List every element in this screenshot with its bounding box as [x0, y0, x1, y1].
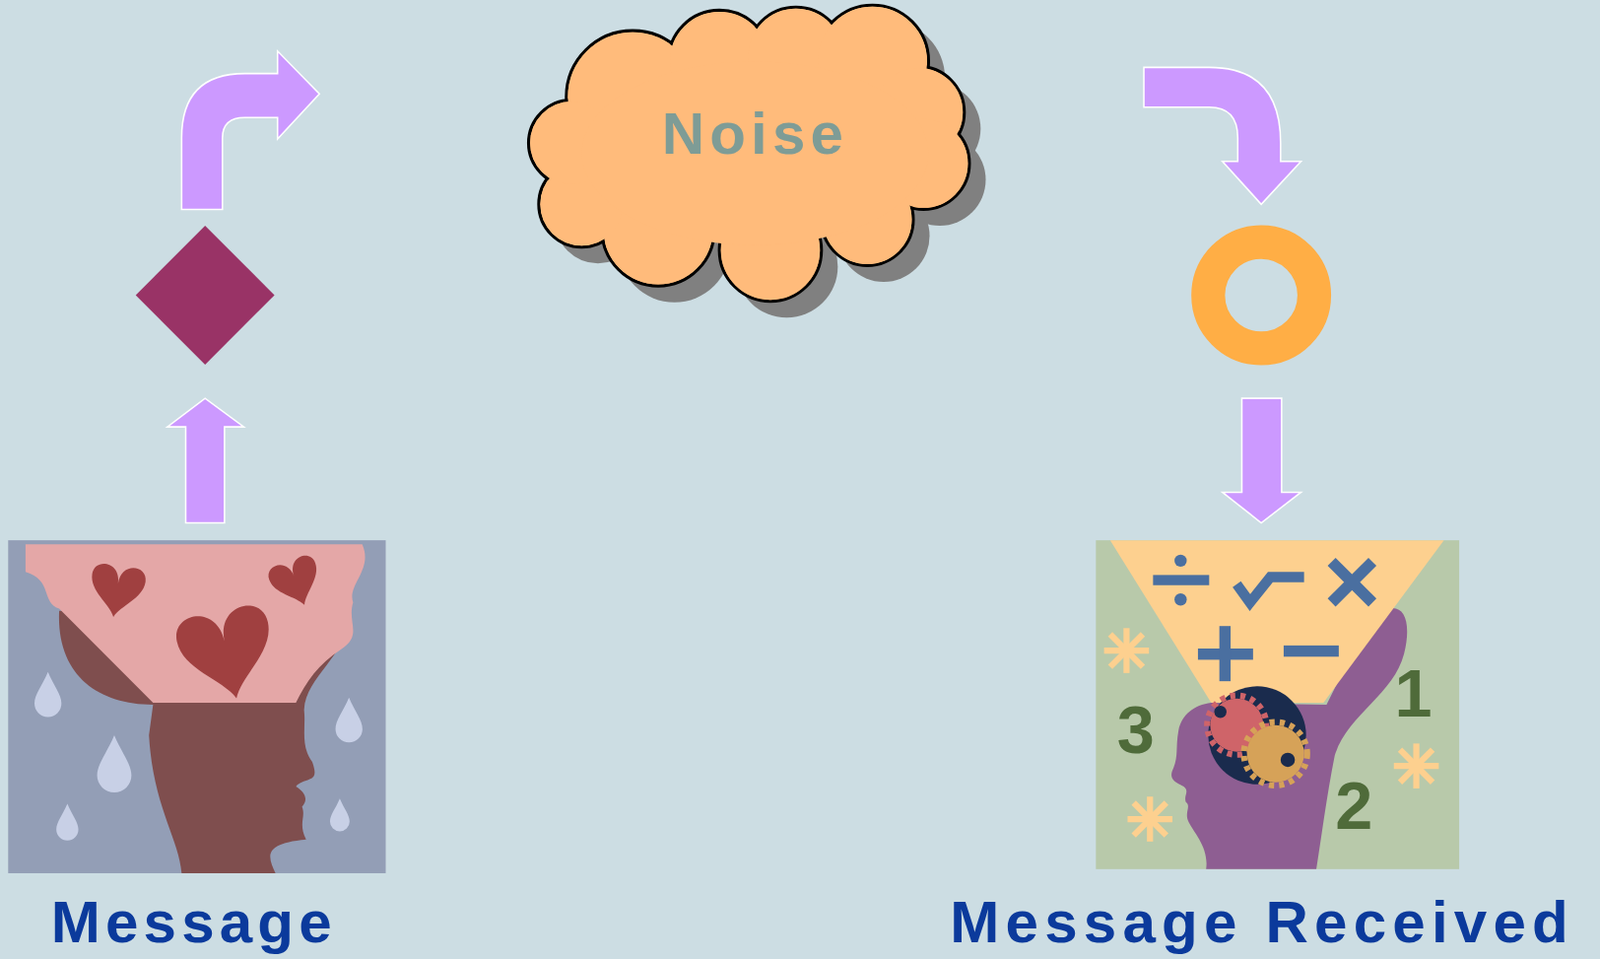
asterisk — [1394, 742, 1440, 789]
gear-hole — [1213, 705, 1226, 718]
divide-bar — [1152, 574, 1209, 585]
illustration-part — [1110, 633, 1143, 667]
raindrop — [56, 802, 78, 840]
divide-dot — [1174, 593, 1187, 605]
gear-teeth — [1244, 722, 1308, 786]
flow-arrows — [167, 51, 1302, 524]
digit-label: 3 — [1094, 695, 1177, 763]
times-stroke — [1332, 561, 1373, 602]
noise-cloud: Noise — [528, 4, 985, 319]
illustration-part — [1133, 801, 1167, 835]
node-label: Noise — [346, 104, 1164, 164]
illustration-part — [1133, 801, 1167, 835]
raindrop — [330, 798, 350, 831]
sender-box: Message — [7, 539, 386, 873]
heart — [172, 601, 282, 709]
asterisk — [1127, 796, 1173, 842]
raindrop — [335, 697, 363, 743]
bent-arrow — [1143, 66, 1301, 204]
funnel — [1110, 539, 1445, 703]
raindrop — [34, 671, 62, 718]
root-sign — [1236, 576, 1304, 602]
down-arrow — [1222, 398, 1302, 523]
decode-ring — [1207, 242, 1315, 349]
encode-diamond — [135, 225, 275, 365]
times-stroke — [1332, 561, 1373, 602]
hearts — [86, 552, 328, 708]
node-label: Message Received — [854, 892, 1600, 952]
digit-label: 1 — [1372, 659, 1455, 727]
heart — [86, 562, 147, 621]
digit-label: 2 — [1313, 771, 1396, 839]
divide-dot — [1174, 554, 1187, 567]
bent-arrow — [181, 51, 320, 210]
asterisk — [1104, 627, 1150, 673]
raindrop — [97, 734, 133, 793]
gear — [1247, 725, 1305, 783]
illustration-part — [1400, 749, 1433, 783]
node-label: Message — [0, 892, 602, 952]
illustration-part — [1400, 749, 1433, 783]
sender-illustration — [7, 539, 386, 873]
minus-bar — [1283, 645, 1339, 657]
plus-bar — [1219, 625, 1231, 681]
illustration-part — [1110, 633, 1143, 667]
heart — [266, 552, 329, 614]
gear-hole — [1280, 752, 1295, 768]
math-symbols — [1152, 554, 1373, 681]
illustration-background — [7, 539, 386, 873]
up-arrow — [167, 398, 245, 523]
